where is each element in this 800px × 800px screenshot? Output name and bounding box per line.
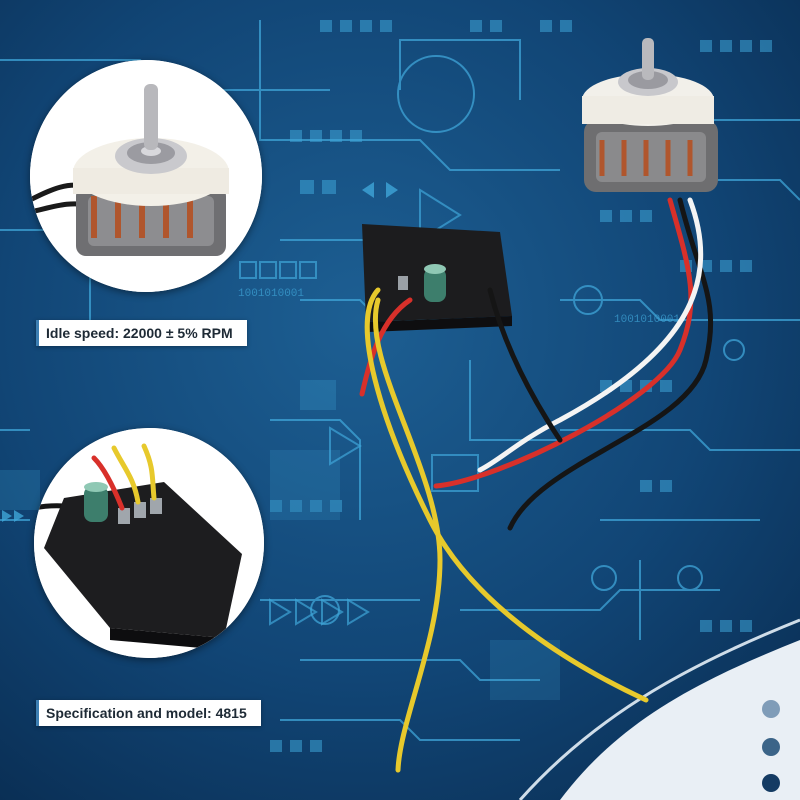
decor-dot xyxy=(762,700,780,718)
main-product-photo xyxy=(359,38,718,773)
decor-dot xyxy=(762,774,780,792)
spec-model-caption: Specification and model: 4815 xyxy=(36,700,261,726)
idle-speed-caption: Idle speed: 22000 ± 5% RPM xyxy=(36,320,247,346)
motor-closeup-photo xyxy=(30,60,262,292)
decor-dot xyxy=(762,738,780,756)
circuit-code-text: 1001010001 xyxy=(614,314,680,326)
board-closeup-photo xyxy=(34,428,264,658)
corner-panel xyxy=(560,640,800,800)
